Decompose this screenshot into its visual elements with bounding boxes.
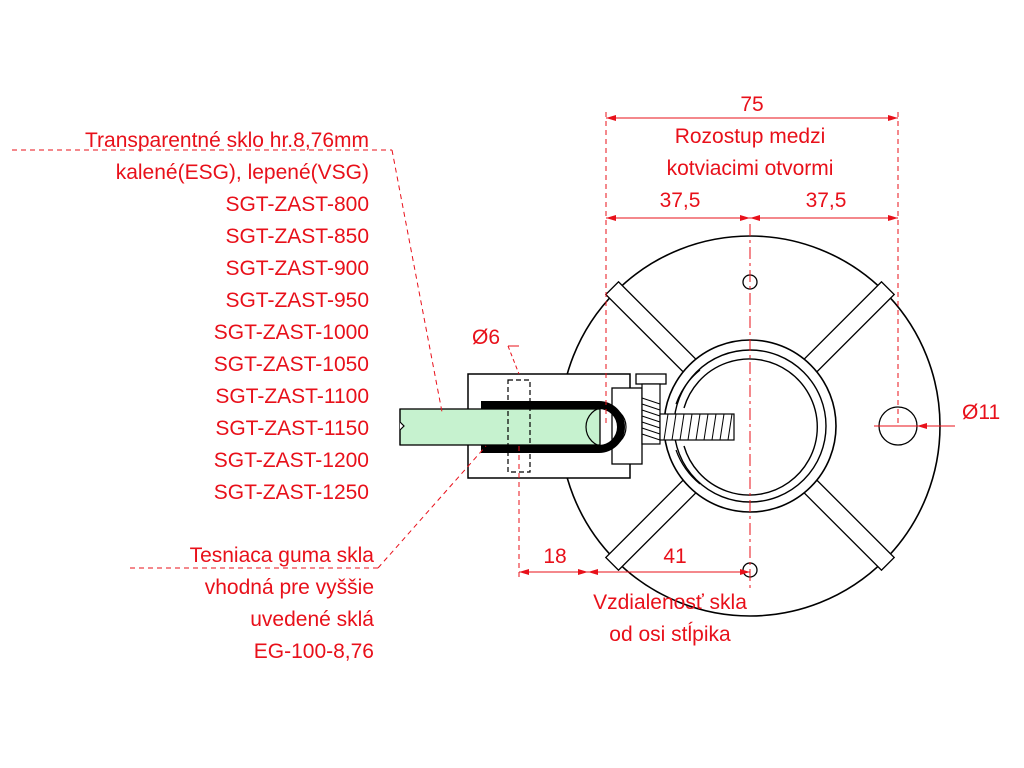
- model-code: SGT-ZAST-1200: [213, 449, 369, 472]
- model-code: SGT-ZAST-950: [225, 289, 369, 312]
- pin: [507, 379, 531, 473]
- bolt-thread: [641, 397, 661, 441]
- gasket-top: [481, 401, 599, 409]
- model-code: SGT-ZAST-1150: [215, 417, 369, 440]
- glass-offset-18: 18: [543, 545, 567, 568]
- gasket-bottom: [481, 445, 599, 453]
- model-code: SGT-ZAST-1000: [213, 321, 369, 344]
- pitch-label-line1: Rozostup medzi: [674, 125, 826, 148]
- dimension-overall: 75: [740, 93, 764, 116]
- distance-label-line2: od osi stĺpika: [609, 623, 731, 646]
- gasket-end: [599, 401, 625, 453]
- dimension-half-right: 37,5: [805, 189, 847, 212]
- glass-offset-41: 41: [663, 545, 687, 568]
- model-code: SGT-ZAST-900: [225, 257, 369, 280]
- pin-diameter-label: Ø6: [472, 326, 501, 349]
- pitch-label-line2: kotviacimi otvormi: [666, 157, 834, 180]
- gasket-label-line1: Tesniaca guma skla: [189, 544, 374, 567]
- model-code: SGT-ZAST-800: [225, 193, 369, 216]
- glass-label-line1: Transparentné sklo hr.8,76mm: [84, 129, 369, 152]
- model-code: SGT-ZAST-1100: [215, 385, 369, 408]
- glass-label-line2: kalené(ESG), lepené(VSG): [115, 161, 369, 184]
- dimension-lines: [12, 112, 955, 588]
- model-code: SGT-ZAST-1250: [213, 481, 369, 504]
- distance-label-line1: Vzdialenosť skla: [593, 591, 747, 614]
- screw-thread: [663, 413, 733, 441]
- clamp-pivot: [585, 406, 627, 448]
- model-code: SGT-ZAST-850: [225, 225, 369, 248]
- hole-diameter-label: Ø11: [962, 401, 1001, 424]
- bolt-head: [635, 373, 667, 385]
- gasket-label-line3: uvedené sklá: [250, 608, 374, 631]
- clamp-strap: [683, 358, 818, 496]
- gasket-label-line2: vhodná pre vyššie: [204, 576, 374, 599]
- dimension-half-left: 37,5: [659, 189, 701, 212]
- clamp-head: [611, 387, 643, 465]
- model-code: SGT-ZAST-1050: [213, 353, 369, 376]
- glass-pane: [399, 408, 601, 446]
- gasket-label-code: EG-100-8,76: [253, 640, 374, 663]
- glass-break-mark: [399, 409, 405, 445]
